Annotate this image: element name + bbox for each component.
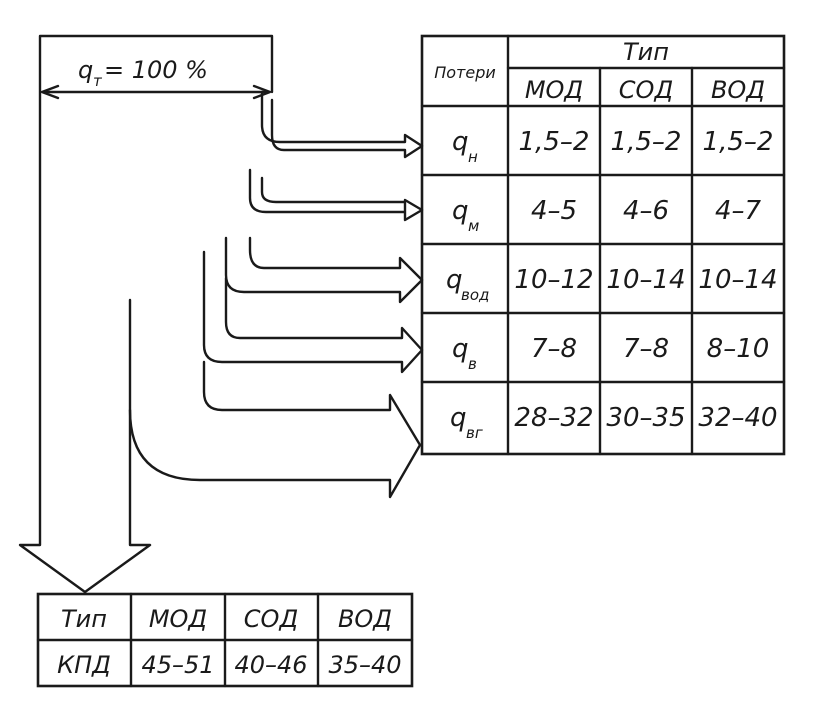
loss-branch-arrows [128,90,424,499]
cell-value: 4–5 [531,196,577,226]
cell-value: 1,5–2 [519,127,590,157]
row-symbol: q [452,127,469,157]
table-row: q в 7–8 7–8 8–10 [452,334,769,373]
table-row: q н 1,5–2 1,5–2 1,5–2 [452,127,773,166]
efficiency-row-label: КПД [57,651,111,679]
losses-col-sod: СОД [619,76,673,104]
efficiency-header-label: Тип [61,605,107,633]
losses-col-vod: ВОД [711,76,765,104]
row-subscript: вод [461,286,489,304]
losses-col-mod: МОД [525,76,583,104]
cell-value: 7–8 [623,334,669,364]
dimension-arrow-left [40,84,60,100]
dimension-arrow-right [252,84,272,100]
losses-table: Потери Тип МОД СОД ВОД q н 1,5–2 1,5–2 1… [420,34,786,456]
input-heat-label: q т = 100 % [78,56,208,90]
branch-arrow-qvg [128,360,422,499]
cell-value: 30–35 [606,403,685,433]
cell-value: 1,5–2 [703,127,774,157]
row-subscript: м [468,217,479,235]
cell-value: 10–14 [606,265,685,295]
branch-arrow-qn [260,90,424,159]
cell-value: 1,5–2 [611,127,682,157]
cell-value: 10–14 [698,265,777,295]
row-symbol: q [452,196,469,226]
row-symbol: q [446,265,463,295]
efficiency-value-mod: 45–51 [141,651,214,679]
efficiency-col-sod: СОД [244,605,298,633]
row-subscript: н [468,148,478,166]
row-symbol: q [452,334,469,364]
branch-arrow-qv [202,250,424,374]
losses-header-label: Потери [434,63,496,82]
cell-value: 28–32 [514,403,593,433]
efficiency-col-vod: ВОД [338,605,392,633]
efficiency-table: Тип МОД СОД ВОД КПД 45–51 40–46 35–40 [36,592,414,688]
efficiency-value-sod: 40–46 [234,651,307,679]
row-subscript: в [468,355,477,373]
table-row: q вг 28–32 30–35 32–40 [450,403,778,442]
cell-value: 7–8 [531,334,577,364]
branch-arrow-qvod [224,236,424,304]
cell-value: 10–12 [514,265,593,295]
row-symbol: q [450,403,467,433]
cell-value: 8–10 [707,334,770,364]
main-flow-outline [18,34,274,594]
row-subscript: вг [466,424,483,442]
input-subscript: т [93,72,103,90]
losses-header-type: Тип [623,38,669,66]
input-symbol: q [78,56,93,84]
input-value: = 100 % [104,56,208,84]
efficiency-value-vod: 35–40 [328,651,401,679]
efficiency-col-mod: МОД [149,605,207,633]
branch-arrow-qm [248,168,424,222]
cell-value: 32–40 [698,403,777,433]
table-row: q м 4–5 4–6 4–7 [452,196,761,235]
cell-value: 4–6 [623,196,669,226]
table-row: q вод 10–12 10–14 10–14 [446,265,778,304]
cell-value: 4–7 [715,196,762,226]
